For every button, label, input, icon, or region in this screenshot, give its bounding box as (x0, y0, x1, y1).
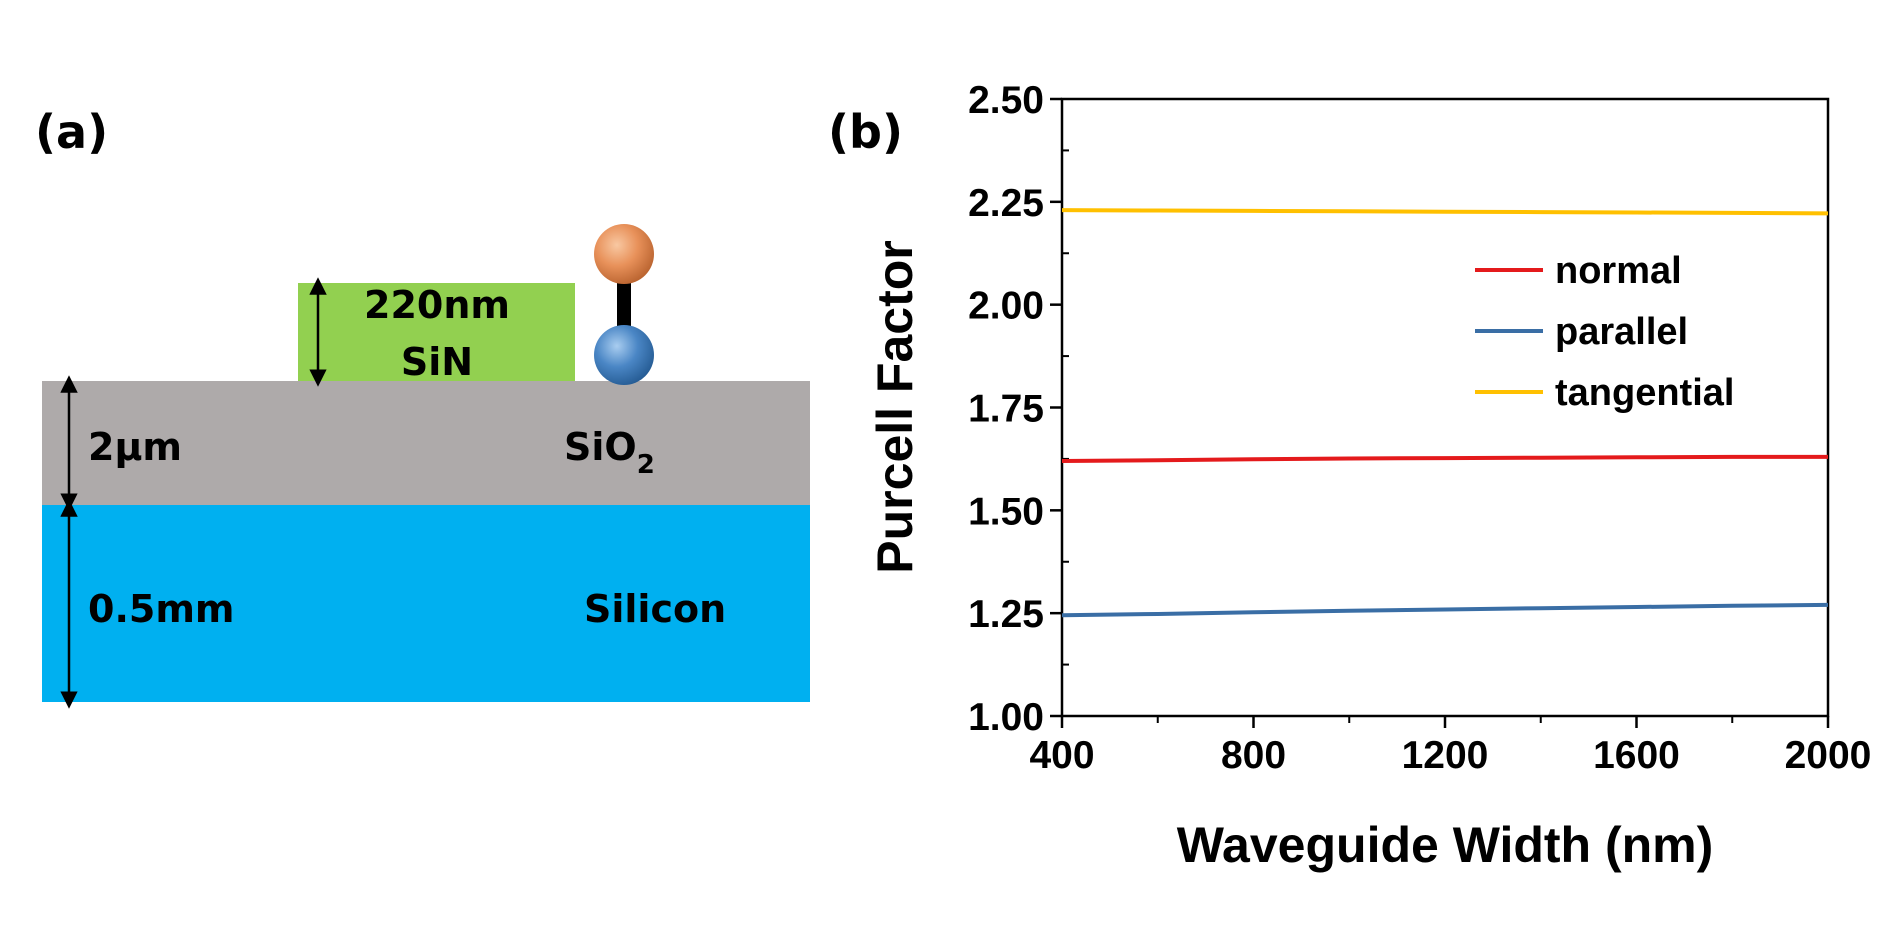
y-axis-title: Purcell Factor (867, 240, 923, 573)
dipole-icon (594, 224, 654, 385)
y-tick-label: 2.25 (968, 182, 1044, 225)
oxide-material-label: SiO2 (564, 425, 655, 480)
oxide-layer (42, 381, 810, 505)
series-line-parallel (1061, 602, 1829, 618)
panel-label-a: (a) (35, 105, 108, 159)
substrate-thickness-label: 0.5mm (88, 587, 235, 631)
series-lines (1061, 208, 1829, 618)
legend-label-normal: normal (1555, 250, 1682, 292)
y-tick-label: 1.00 (968, 696, 1044, 739)
sin-waveguide (298, 283, 575, 381)
silicon-substrate (42, 505, 810, 702)
substrate-material-label: Silicon (584, 587, 726, 631)
legend-label-tangential: tangential (1555, 372, 1734, 414)
waveguide-thickness-label: 220nm (364, 283, 510, 327)
legend-label-parallel: parallel (1555, 311, 1688, 353)
series-line-normal (1061, 454, 1828, 463)
y-tick-label: 1.25 (968, 593, 1044, 636)
y-tick-label: 1.75 (968, 388, 1044, 431)
diagram-panel: (a) 220nm SiN 2µm SiO2 0.5mm Silicon (35, 105, 810, 709)
x-tick-label: 400 (1029, 734, 1094, 777)
x-tick-labels: 400 800 1200 1600 2000 (1029, 734, 1871, 777)
y-tick-label: 2.00 (968, 285, 1044, 328)
x-tick-label: 2000 (1785, 734, 1872, 777)
waveguide-material-label: SiN (401, 340, 473, 384)
x-tick-label: 1600 (1593, 734, 1680, 777)
axis-ticks (1050, 97, 1830, 728)
series-line-tangential (1061, 208, 1829, 216)
y-tick-label: 2.50 (968, 79, 1044, 122)
y-tick-labels: 1.00 1.25 1.50 1.75 2.00 2.25 2.50 (968, 79, 1044, 739)
x-tick-label: 1200 (1402, 734, 1489, 777)
oxide-thickness-label: 2µm (88, 425, 182, 469)
legend: normal parallel tangential (1475, 250, 1734, 414)
x-tick-label: 800 (1221, 734, 1286, 777)
x-axis-title: Waveguide Width (nm) (1177, 817, 1714, 873)
chart-panel: (b) 400 800 1200 1600 2000 1.00 1.25 1.50 1.75 2… (828, 79, 1871, 873)
panel-label-b: (b) (828, 105, 903, 159)
y-tick-label: 1.50 (968, 490, 1044, 533)
